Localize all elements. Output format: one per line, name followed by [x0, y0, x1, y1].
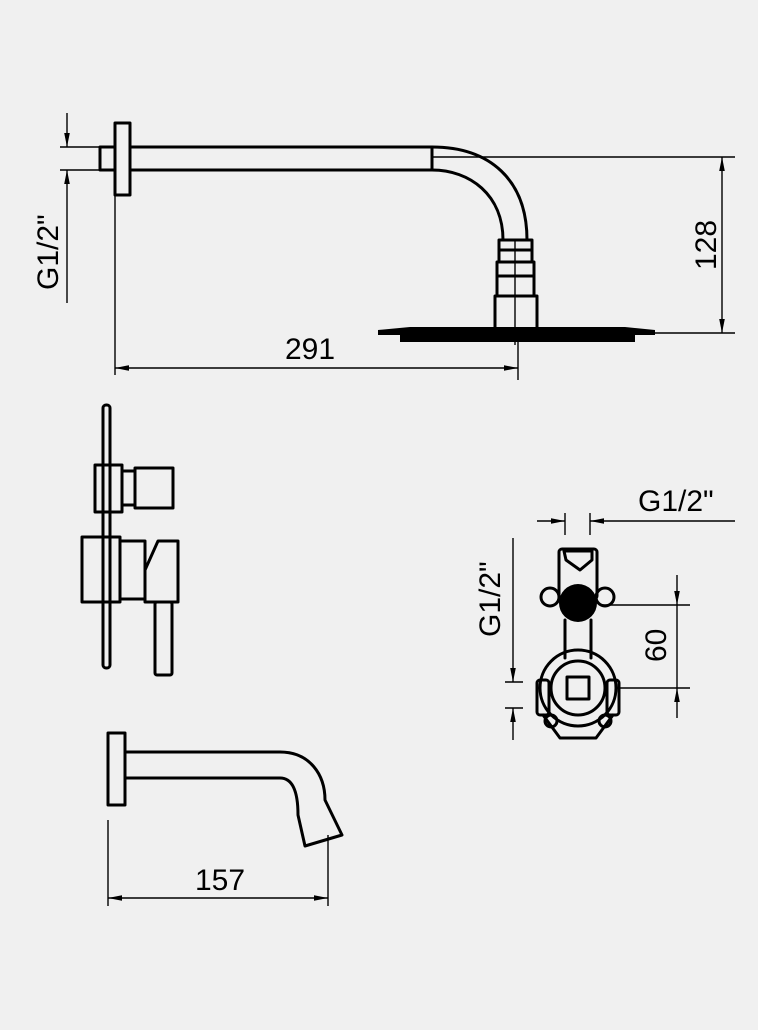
spout-length-dimension: 157 [107, 820, 329, 906]
arm-thread-label: G1/2" [32, 214, 65, 290]
arm-height-label: 128 [690, 220, 723, 270]
mixer-side-view [80, 403, 180, 677]
valve-top-thread-dimension: G1/2" [537, 485, 735, 535]
arm-height-dimension: 128 [432, 156, 735, 334]
valve-spacing-label: 60 [640, 629, 673, 662]
valve-body [535, 547, 621, 740]
valve-top-thread-label: G1/2" [638, 485, 714, 518]
spout-length-label: 157 [195, 864, 245, 897]
shower-arm [98, 121, 655, 345]
valve-spacing-dimension: 60 [600, 575, 690, 718]
spout [106, 731, 344, 848]
arm-length-dimension: 291 [114, 195, 519, 380]
arm-thread-dimension: G1/2" [32, 113, 115, 303]
valve-side-thread-dimension: G1/2" [474, 538, 523, 740]
valve-side-thread-label: G1/2" [474, 561, 507, 637]
arm-length-label: 291 [285, 333, 335, 366]
